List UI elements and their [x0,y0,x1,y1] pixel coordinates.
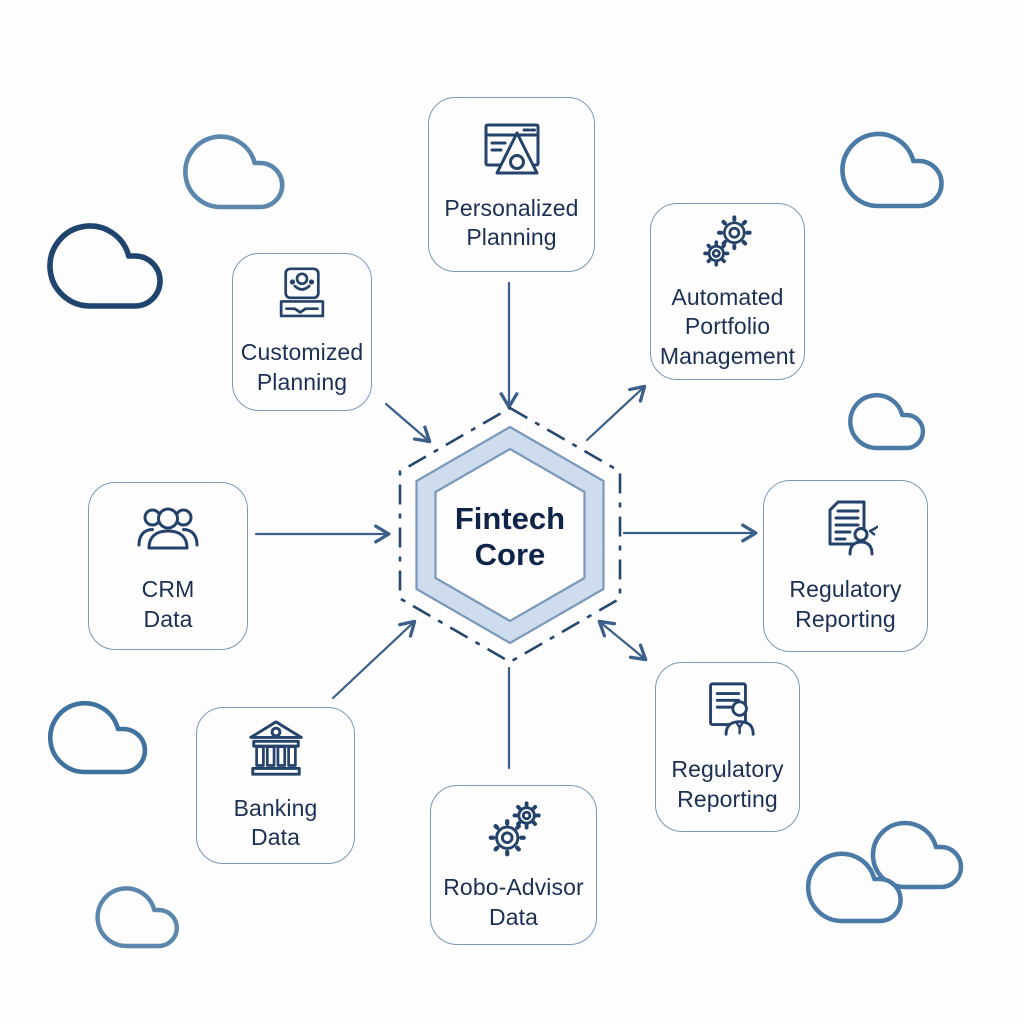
fintech-core-label: Fintech Core [454,501,566,572]
cloud-icon [50,703,145,772]
node-personalized-planning: Personalized Planning [428,97,595,272]
hexagon-inner [434,447,586,623]
connector-banking-to-core [331,619,417,700]
node-label: CRM Data [141,576,195,632]
connector-customized-to-core [384,402,432,444]
cloud-icon [873,823,961,887]
node-label: Automated Portfolio Management [659,283,796,369]
node-label: Robo-Advisor Data [443,874,584,930]
connectors [254,281,758,770]
document-person-icon [708,682,755,736]
connector-core-to-regulatory-lower [597,619,648,662]
cloud-icon [850,395,923,448]
node-automated-portfolio-management: Automated Portfolio Management [650,203,805,380]
planning-board-icon [484,123,539,175]
node-label: Personalized Planning [444,194,579,250]
node-regulatory-reporting-lower: Regulatory Reporting [655,662,800,832]
node-label: Customized Planning [240,339,364,395]
node-label: Regulatory Reporting [671,756,784,812]
node-label: Regulatory Reporting [789,576,902,632]
cloud-icon [50,226,160,306]
video-consultation-icon [279,267,325,318]
fintech-core-hexagon [398,406,622,664]
gears-icon [702,215,752,267]
node-regulatory-reporting-right: Regulatory Reporting [763,480,928,652]
document-person-arrow-icon [828,500,878,556]
cloud-icon [842,134,941,206]
hexagon-dashed-outline [398,406,622,664]
node-crm-data: CRM Data [88,482,248,650]
cloud-icon [185,137,282,207]
node-label: Banking Data [233,794,318,850]
connector-core-to-automated [585,384,647,442]
node-customized-planning: Customized Planning [232,253,372,411]
people-group-icon [137,507,199,550]
cloud-icon [98,888,177,946]
gears-icon [488,801,541,857]
node-robo-advisor-data: Robo-Advisor Data [430,785,597,945]
node-banking-data: Banking Data [196,707,355,864]
bank-icon [248,720,303,776]
